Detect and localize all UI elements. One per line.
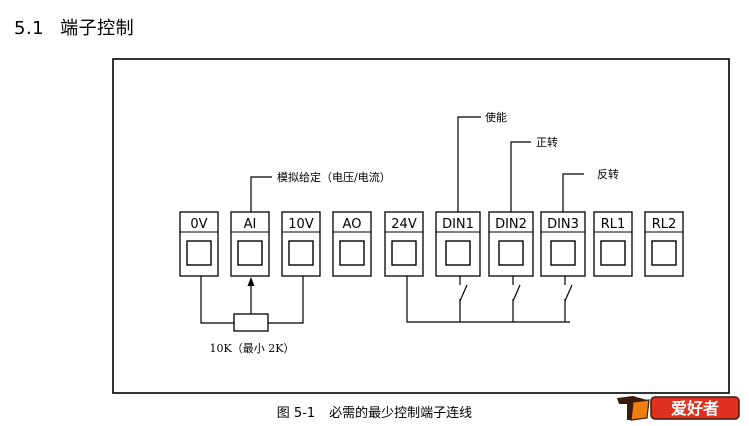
- terminal-ai-screw: [237, 240, 263, 266]
- terminal-ao: AO: [332, 211, 372, 277]
- terminal-rl1-screw: [600, 240, 626, 266]
- forward-leader: [510, 141, 531, 212]
- site-watermark-logo: 爱好者: [617, 396, 740, 421]
- potentiometer-resistor: [233, 313, 269, 332]
- figure-caption-text: 必需的最少控制端子连线: [329, 406, 473, 421]
- terminal-din2-screw: [498, 240, 524, 266]
- figure-caption: 图 5-1 必需的最少控制端子连线: [0, 402, 749, 421]
- terminal-label-din2: DIN2: [495, 217, 527, 232]
- terminal-label-rl2: RL2: [652, 217, 677, 232]
- section-number: 5.1: [14, 18, 45, 39]
- terminal-rl2-screw: [651, 240, 677, 266]
- figure-number: 图 5-1: [276, 406, 316, 421]
- watermark-text: 爱好者: [671, 399, 719, 418]
- terminal-label-ai: AI: [244, 217, 257, 232]
- wire-10v-pot: [268, 276, 304, 324]
- analog-setpoint-label: 模拟给定（电压/电流）: [277, 170, 391, 184]
- diagram-frame: [112, 58, 730, 394]
- terminal-strip: 0V AI 10V AO 24V: [179, 211, 684, 277]
- terminal-din3: DIN3: [540, 211, 586, 277]
- digital-input-circuit: [406, 276, 573, 323]
- terminal-label-0v: 0V: [190, 217, 207, 232]
- wire-0v-pot: [200, 276, 234, 324]
- terminal-24v: 24V: [384, 211, 424, 277]
- terminal-10v-screw: [288, 240, 314, 266]
- terminal-din3-screw: [550, 240, 576, 266]
- wiper-arrow-icon: [247, 277, 255, 286]
- switch-din1-icon: [459, 284, 468, 302]
- section-heading: 5.1 端子控制: [14, 14, 134, 40]
- terminal-label-10v: 10V: [288, 217, 314, 232]
- forward-label: 正转: [536, 135, 558, 149]
- terminal-label-ao: AO: [343, 217, 362, 232]
- terminal-rl2: RL2: [644, 211, 684, 277]
- potentiometer-label: 10K（最小 2K）: [210, 342, 295, 355]
- terminal-label-rl1: RL1: [601, 217, 626, 232]
- switch-din3-icon: [564, 284, 573, 302]
- terminal-label-24v: 24V: [391, 217, 417, 232]
- terminal-label-din3: DIN3: [547, 217, 579, 232]
- terminal-10v: 10V: [281, 211, 321, 277]
- terminal-din1: DIN1: [435, 211, 481, 277]
- terminal-ai: AI: [230, 211, 270, 277]
- reverse-label: 反转: [597, 167, 619, 181]
- enable-leader: [457, 116, 481, 212]
- terminal-0v: 0V: [179, 211, 219, 277]
- switch-din2-icon: [512, 284, 521, 302]
- enable-label: 使能: [485, 110, 507, 124]
- terminal-din1-screw: [445, 240, 471, 266]
- analog-setpoint-leader: [250, 176, 272, 212]
- wire-24v-common: [406, 276, 570, 323]
- terminal-ao-screw: [339, 240, 365, 266]
- terminal-din2: DIN2: [488, 211, 534, 277]
- terminal-rl1: RL1: [593, 211, 633, 277]
- section-title: 端子控制: [60, 18, 135, 39]
- reverse-leader: [562, 173, 584, 212]
- terminal-24v-screw: [391, 240, 417, 266]
- potentiometer-circuit: 10K（最小 2K）: [200, 276, 304, 355]
- terminal-label-din1: DIN1: [442, 217, 474, 232]
- terminal-0v-screw: [186, 240, 212, 266]
